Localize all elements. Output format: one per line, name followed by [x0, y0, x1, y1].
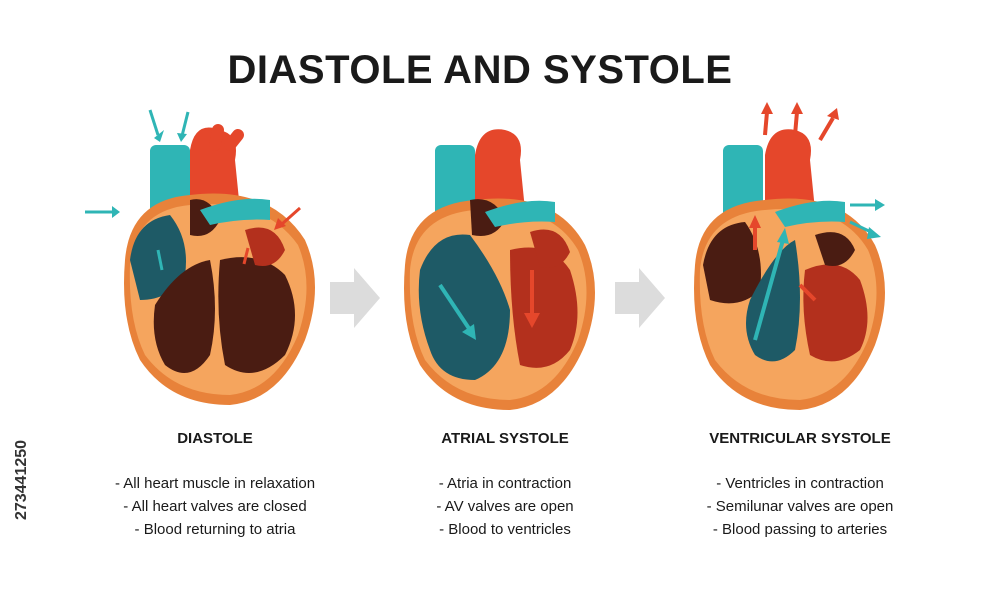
list-item: - Blood passing to arteries — [712, 521, 888, 538]
panel-diastole: DIASTOLE - All heart muscle in relaxatio… — [70, 100, 360, 560]
stage-bullet-list: - All heart muscle in relaxation - All h… — [70, 472, 360, 541]
stage-title: VENTRICULAR SYSTOLE — [709, 430, 891, 447]
list-item: - Blood to ventricles — [439, 521, 571, 538]
list-item: - All heart muscle in relaxation — [114, 475, 316, 492]
list-item: - AV valves are open — [436, 498, 574, 515]
list-item: - Blood returning to atria — [134, 521, 296, 538]
heart-illustration-atrial-systole — [404, 129, 595, 410]
stage-title: ATRIAL SYSTOLE — [441, 430, 569, 447]
heart-illustration-diastole — [85, 109, 315, 405]
stage-bullet-list: - Ventricles in contraction - Semilunar … — [655, 472, 945, 541]
stage-bullet-list: - Atria in contraction - AV valves are o… — [360, 472, 650, 541]
list-item: - Atria in contraction — [438, 475, 572, 492]
stage-title: DIASTOLE — [177, 430, 253, 447]
list-item: - Ventricles in contraction — [716, 475, 884, 492]
list-item: - All heart valves are closed — [123, 498, 307, 515]
heart-illustration-ventricular-systole — [694, 102, 885, 410]
step-arrow-icon — [615, 268, 665, 328]
stock-id-label: 273441250 — [13, 439, 30, 521]
panel-ventricular-systole: VENTRICULAR SYSTOLE - Ventricles in cont… — [655, 100, 945, 560]
step-arrow-icon — [330, 268, 380, 328]
diagram-title: DIASTOLE AND SYSTOLE — [227, 48, 733, 92]
list-item: - Semilunar valves are open — [706, 498, 894, 515]
panel-atrial-systole: ATRIAL SYSTOLE - Atria in contraction - … — [360, 100, 650, 560]
